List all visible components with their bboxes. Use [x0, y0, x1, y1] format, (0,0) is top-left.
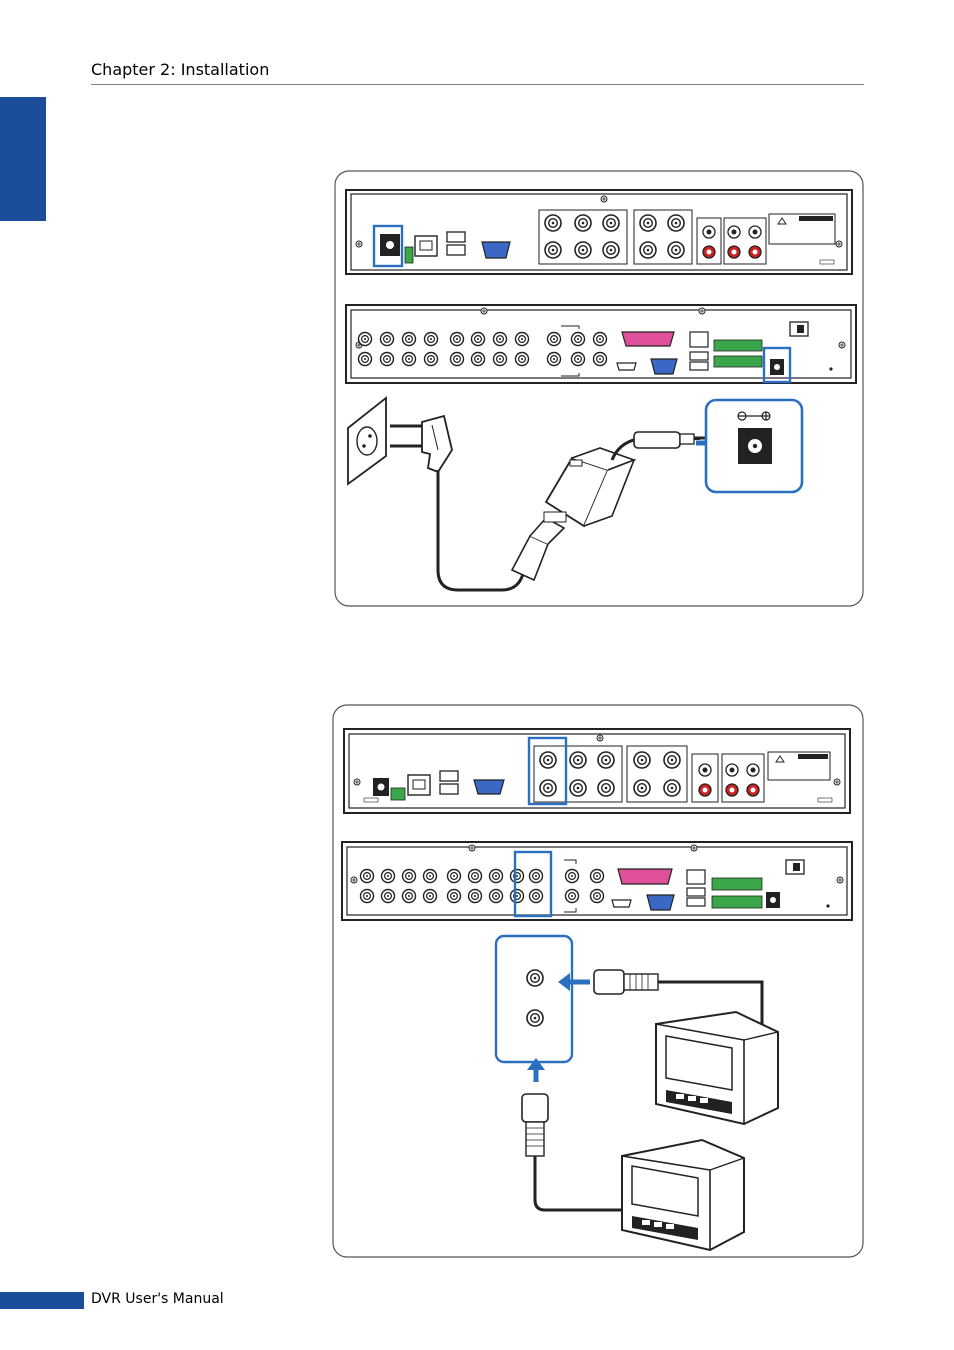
bnc-plug-bottom [522, 1094, 548, 1156]
monitor-right [656, 1012, 778, 1124]
power-jack-zoom [706, 400, 802, 492]
footer-manual-title: DVR User's Manual [91, 1291, 224, 1307]
video-output-connection-figure [332, 704, 864, 1258]
footer-bar [0, 1292, 84, 1309]
video-out-zoom [496, 936, 572, 1062]
dvr-4ch-rear-panel [344, 729, 850, 813]
bnc-plug-right [594, 970, 658, 994]
power-connection-figure [334, 170, 864, 607]
monitor-bottom [622, 1140, 744, 1250]
chapter-title: Chapter 2: Installation [91, 60, 269, 79]
dvr-4ch-rear-panel [346, 190, 852, 274]
header-rule [91, 84, 864, 85]
chapter-side-tab [0, 97, 46, 221]
dvr-16ch-rear-panel [346, 305, 856, 383]
dvr-16ch-rear-panel [342, 842, 852, 920]
